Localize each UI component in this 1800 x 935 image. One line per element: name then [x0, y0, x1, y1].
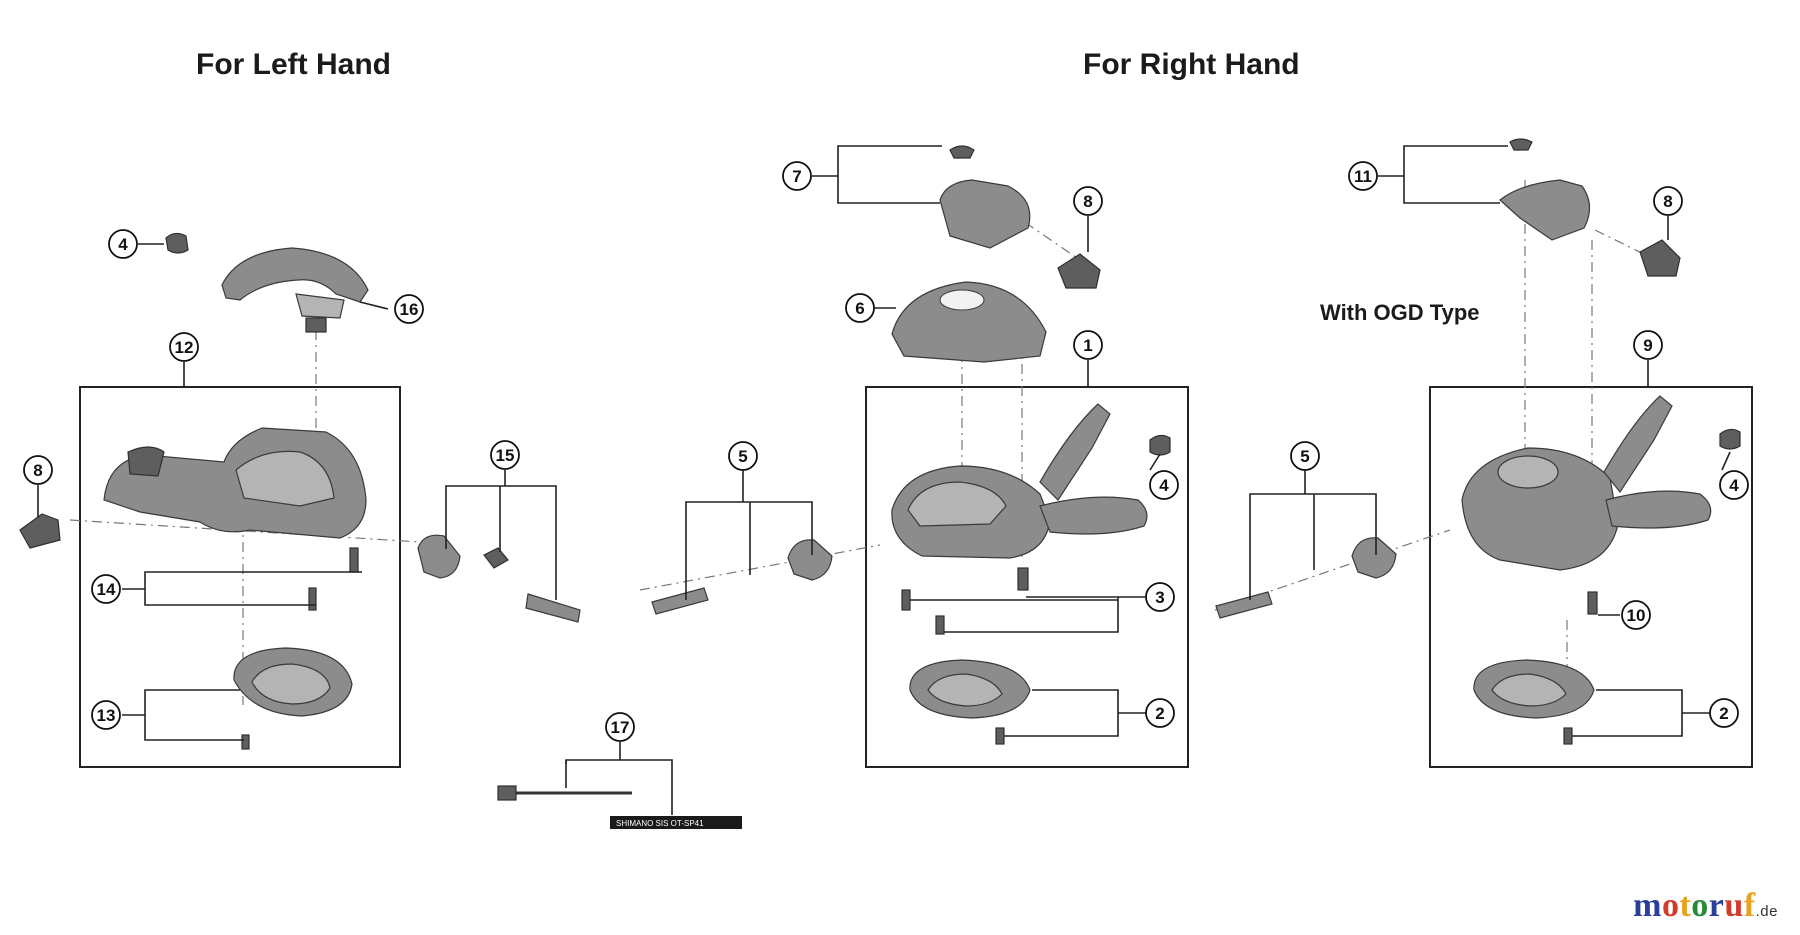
svg-text:3: 3	[1155, 588, 1164, 607]
right-cover-part	[891, 281, 1047, 363]
svg-text:5: 5	[1300, 447, 1309, 466]
callout-8-right: 8	[1073, 186, 1103, 216]
callout-6: 6	[845, 293, 875, 323]
right-bottom-cover-part	[909, 659, 1031, 745]
callout-2-ogd: 2	[1709, 698, 1739, 728]
callout-11: 11	[1348, 161, 1378, 191]
watermark-letter: u	[1724, 887, 1744, 924]
motoruf-watermark-logo: motoruf.de	[1633, 887, 1778, 925]
ogd-top-bracket-part	[1499, 138, 1591, 241]
left-top-cover-part	[221, 247, 369, 333]
svg-text:2: 2	[1719, 704, 1728, 723]
callout-9: 9	[1633, 330, 1663, 360]
watermark-letter: r	[1708, 887, 1725, 924]
left-hand-heading: For Left Hand	[196, 48, 391, 81]
callout-5-right: 5	[728, 441, 758, 471]
svg-text:6: 6	[855, 299, 864, 318]
watermark-suffix: .de	[1755, 903, 1778, 920]
left-screws-part	[308, 547, 359, 611]
svg-text:1: 1	[1083, 336, 1092, 355]
left-adjuster-barrel-part	[417, 534, 581, 623]
watermark-letter: o	[1691, 887, 1709, 924]
ogd-assembly-box	[1429, 386, 1753, 768]
callout-8-left: 8	[23, 455, 53, 485]
cable-label-strip	[610, 816, 742, 829]
watermark-letter: o	[1661, 887, 1680, 924]
svg-text:11: 11	[1354, 167, 1372, 186]
left-cap-part	[165, 232, 189, 254]
ogd-bottom-cover-part	[1473, 659, 1595, 745]
callout-12: 12	[169, 332, 199, 362]
svg-text:14: 14	[97, 580, 116, 599]
ogd-adjuster-part	[1639, 239, 1681, 277]
svg-text:16: 16	[400, 300, 419, 319]
svg-text:7: 7	[792, 167, 801, 186]
svg-text:8: 8	[33, 461, 42, 480]
svg-text:9: 9	[1643, 336, 1652, 355]
svg-text:12: 12	[175, 338, 194, 357]
callout-3: 3	[1145, 582, 1175, 612]
right-adjuster-barrel-part	[651, 539, 833, 615]
leader-lines	[37, 145, 1731, 815]
right-shifter-body-part	[891, 403, 1148, 559]
left-bottom-cover-part	[233, 647, 353, 750]
svg-text:10: 10	[1627, 606, 1646, 625]
ogd-adjuster-barrel-part	[1215, 537, 1397, 619]
svg-text:4: 4	[118, 235, 128, 254]
left-shifter-body-part	[103, 427, 367, 539]
svg-text:4: 4	[1159, 476, 1169, 495]
svg-text:8: 8	[1083, 192, 1092, 211]
right-top-bracket-part	[939, 145, 1031, 249]
right-adjuster-part	[1057, 253, 1101, 289]
ogd-cap-part	[1719, 428, 1741, 450]
ogd-screw-part	[1587, 591, 1598, 615]
callout-10: 10	[1621, 600, 1651, 630]
svg-text:8: 8	[1663, 192, 1672, 211]
watermark-letter: m	[1633, 887, 1662, 924]
callout-15: 15	[490, 440, 520, 470]
callout-2-right: 2	[1145, 698, 1175, 728]
callout-8-ogd: 8	[1653, 186, 1683, 216]
callout-7: 7	[782, 161, 812, 191]
ogd-shifter-body-part	[1461, 395, 1712, 571]
svg-text:17: 17	[611, 718, 630, 737]
cable-label-text: SHIMANO SIS OT-SP41	[616, 819, 704, 828]
svg-text:5: 5	[738, 447, 747, 466]
right-assembly-box	[865, 386, 1189, 768]
svg-text:2: 2	[1155, 704, 1164, 723]
callout-4-right: 4	[1149, 470, 1179, 500]
inner-cable-part: SHIMANO SIS OT-SP41	[497, 785, 742, 829]
callout-14: 14	[91, 574, 121, 604]
ogd-type-heading: With OGD Type	[1320, 300, 1480, 325]
callout-13: 13	[91, 700, 121, 730]
callout-4-left: 4	[108, 229, 138, 259]
callout-17: 17	[605, 712, 635, 742]
callout-5-ogd: 5	[1290, 441, 1320, 471]
svg-text:4: 4	[1729, 476, 1739, 495]
left-adjuster-part	[19, 513, 61, 549]
right-screws-part	[901, 567, 1029, 635]
svg-text:13: 13	[97, 706, 116, 725]
callout-4-ogd: 4	[1719, 470, 1749, 500]
svg-text:15: 15	[496, 446, 515, 465]
callout-1: 1	[1073, 330, 1103, 360]
callout-16: 16	[394, 294, 424, 324]
right-cap-part	[1149, 434, 1171, 456]
watermark-letter: f	[1743, 887, 1756, 924]
left-assembly-box	[79, 386, 401, 768]
right-hand-heading: For Right Hand	[1083, 48, 1300, 81]
watermark-letter: t	[1679, 887, 1692, 924]
